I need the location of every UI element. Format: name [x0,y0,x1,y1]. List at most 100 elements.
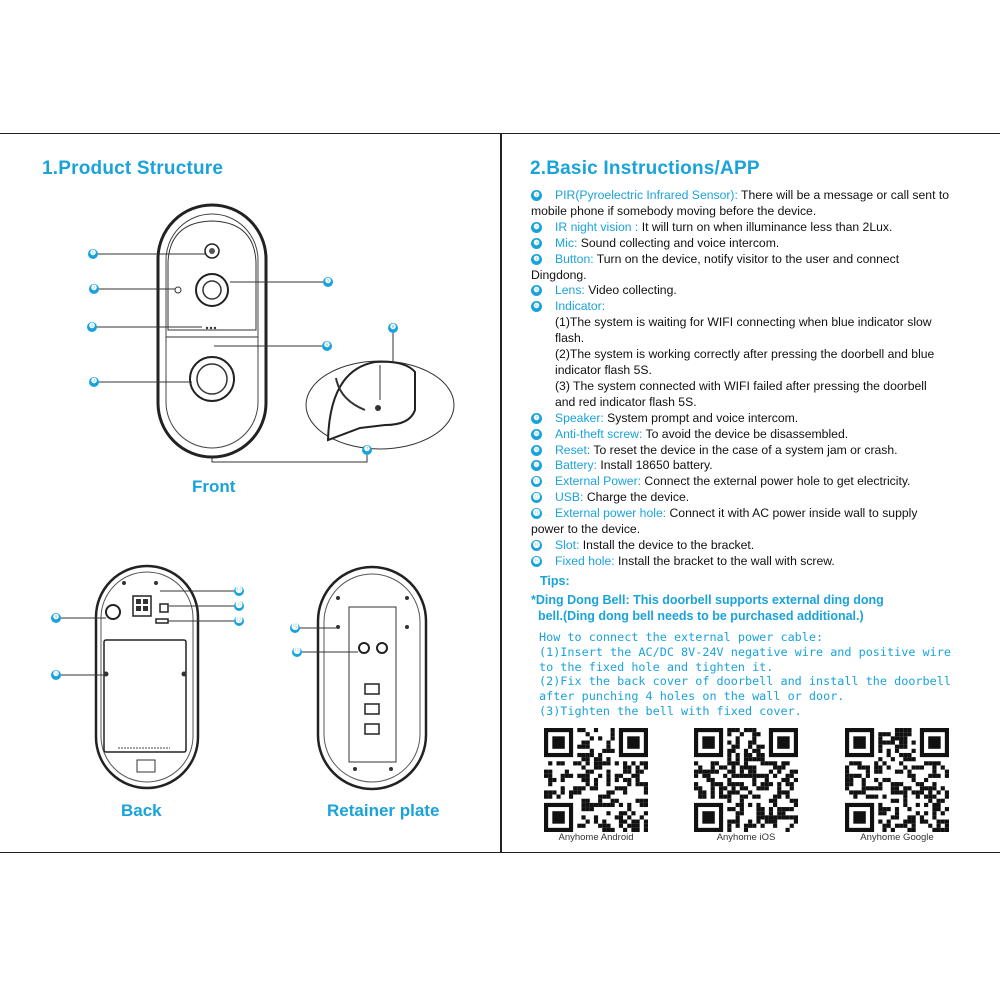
indicator-detail-line: (2)The system is working correctly after… [555,347,935,362]
instruction-item: ⓬ USB: Charge the device. [531,490,971,506]
instruction-number: ❷ [531,221,542,233]
instruction-number: ⓬ [531,492,542,504]
instruction-text: Install 18650 battery. [597,458,713,473]
ding-dong-line: *Ding Dong Bell: This doorbell supports … [531,593,884,607]
instruction-number: ❹ [531,253,542,265]
instruction-text: There will be a message or call sent to [737,188,950,202]
instruction-continuation: power to the device. [531,522,641,537]
indicator-detail-line: and red indicator flash 5S. [555,394,697,409]
instruction-list: ❶ PIR(Pyroelectric Infrared Sensor): Ther… [531,188,971,570]
callout-14: ⓮ [234,586,244,596]
instruction-number: ❶ [531,190,542,201]
instruction-number: ❾ [531,444,542,456]
column-divider [500,133,502,853]
qr-code-ios [694,728,798,832]
instruction-number: ❸ [531,237,542,249]
instruction-text: Charge the device. [583,490,690,505]
product-structure-title: 1.Product Structure [42,158,224,179]
instruction-item: ❸ Mic: Sound collecting and voice interco… [531,236,971,252]
instruction-label: Battery: [555,458,597,473]
instruction-label: Reset: [555,442,591,457]
instruction-label: Anti-theft screw: [555,426,643,441]
instruction-text: Connect it with AC power inside wall to … [666,506,918,521]
indicator-detail-line: indicator flash 5S. [555,362,652,377]
indicator-detail-line: flash. [555,331,585,346]
power-cable-line: (2)Fix the back cover of doorbell and in… [539,674,951,689]
callout-5: ❺ [323,277,333,287]
instruction-number: ❻ [531,301,542,313]
callout-10: ❿ [51,670,61,680]
instruction-label: USB: [555,490,584,505]
instruction-label: IR night vision : [555,219,639,234]
callout-7: ❼ [362,445,372,455]
product-diagrams [60,203,455,791]
callout-2: ❷ [89,284,99,294]
callout-12: ⓬ [234,616,244,626]
instruction-label: PIR(Pyroelectric Infrared Sensor): [555,188,738,202]
instruction-text: Sound collecting and voice intercom. [577,235,780,250]
back-device-drawing [94,564,200,790]
power-cable-line: to the fixed hole and tighten it. [539,659,774,674]
instruction-continuation: Dingdong. [531,267,587,282]
instruction-item: ❶ PIR(Pyroelectric Infrared Sensor): Ther… [531,188,971,204]
instruction-continuation: mobile phone if somebody moving before t… [531,203,817,218]
power-cable-line: How to connect the external power cable: [539,630,824,644]
instruction-item: ❹ Button: Turn on the device, notify visi… [531,252,971,268]
tips-title: Tips: [540,574,570,588]
retainer-caption: Retainer plate [327,801,440,820]
instruction-text: System prompt and voice intercom. [603,410,799,425]
instruction-number: ⓮ [531,539,542,551]
callout-15: ⓯ [290,623,300,633]
callout-3: ❸ [87,322,97,332]
instruction-number: ❿ [531,460,542,472]
instruction-label: Mic: [555,235,578,250]
instruction-text: Turn on the device, notify visitor to th… [593,251,900,266]
ding-dong-note: *Ding Dong Bell: This doorbell supports … [531,592,971,624]
instruction-label: Slot: [555,537,580,552]
instruction-text: Install the device to the bracket. [579,537,755,552]
bottom-zoom-drawing [305,360,455,450]
instruction-label: Indicator: [555,299,606,314]
callout-4: ❹ [89,377,99,387]
instruction-item: ⓮ Slot: Install the device to the bracket… [531,538,971,554]
instruction-item: ❷ IR night vision : It will turn on when… [531,220,971,236]
instruction-text: Video collecting. [584,283,677,298]
back-caption: Back [121,801,162,820]
callout-6: ❻ [322,341,332,351]
instruction-label: Lens: [555,283,585,298]
power-cable-instructions: How to connect the external power cable:… [539,630,979,719]
instruction-label: External Power: [555,474,642,489]
instruction-number: ❼ [531,412,542,424]
callout-13: ⓭ [292,647,302,657]
callout-9: ❾ [51,613,61,623]
qr-code-google [845,728,949,832]
instruction-label: External power hole: [555,506,667,521]
instruction-number: ❺ [531,285,542,297]
retainer-plate-drawing [316,565,428,791]
qr-label-android: Anyhome Android [558,832,634,843]
instruction-item: ❽ Anti-theft screw: To avoid the device b… [531,427,971,443]
power-cable-line: after punching 4 holes on the wall or do… [539,689,845,704]
instruction-item: ❻ Indicator: [531,299,971,315]
power-cable-line: (1)Insert the AC/DC 8V-24V negative wire… [539,644,951,659]
instruction-item: ❿ Battery: Install 18650 battery. [531,458,971,474]
instruction-label: Button: [555,251,594,266]
instruction-item: ❼ Speaker: System prompt and voice interc… [531,411,971,427]
indicator-detail-line: (1)The system is waiting for WIFI connec… [555,315,932,330]
instruction-text: Install the bracket to the wall with scr… [614,553,835,568]
instruction-number: ❽ [531,428,542,440]
instruction-label: Speaker: [555,410,604,425]
basic-instructions-title: 2.Basic Instructions/APP [530,158,760,179]
front-device-drawing [156,203,268,459]
qr-code-android [544,728,648,832]
instruction-text: To avoid the device be disassembled. [642,426,849,441]
instruction-text: It will turn on when illuminance less th… [638,219,893,234]
instruction-label: Fixed hole: [555,553,615,568]
instruction-number: ⓫ [531,476,542,488]
callout-1: ❶ [88,249,98,259]
callout-8: ❽ [388,323,398,333]
